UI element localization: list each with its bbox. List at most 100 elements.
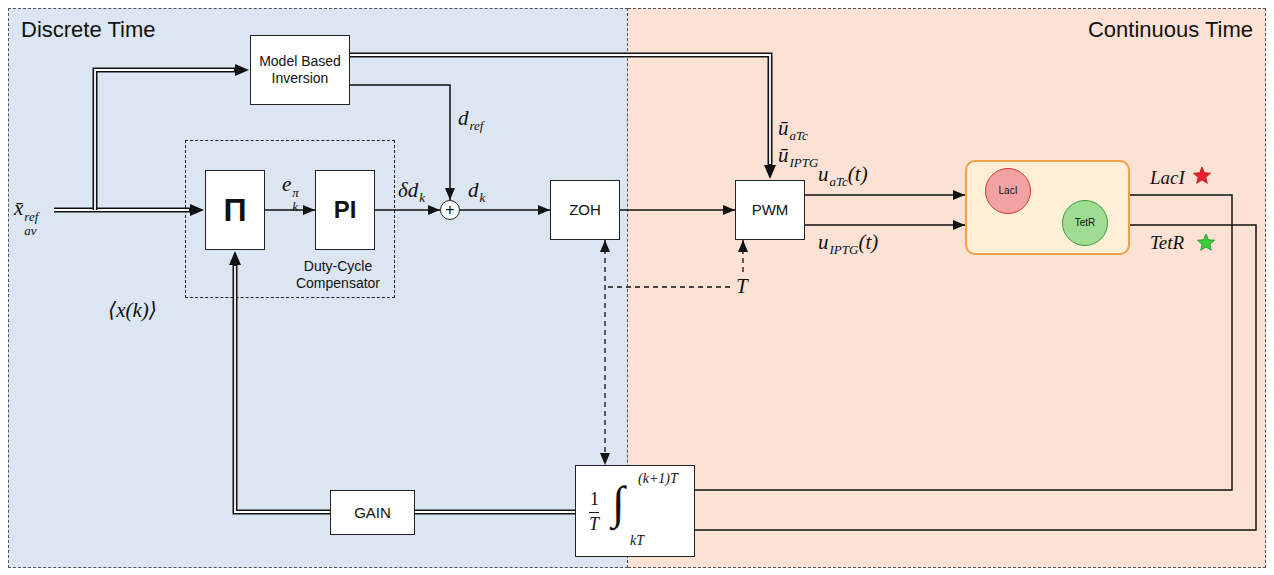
- signal-symbol: u: [818, 162, 829, 186]
- signal-symbol: IPTG: [830, 242, 859, 257]
- signal-label: uaTc(t): [818, 164, 868, 188]
- signal-label: x̄refav: [14, 198, 38, 237]
- signal-label: dk: [468, 180, 485, 204]
- connector-group: [460, 210, 550, 211]
- connector-group: [265, 210, 315, 211]
- signal-symbol: ū: [778, 116, 789, 140]
- gene-circle: TetR: [1062, 200, 1108, 246]
- signal-connector: [620, 209, 735, 211]
- signal-label: ⟨x(k)⟩: [108, 300, 157, 321]
- connector-group: [695, 195, 1232, 490]
- double-line-core: [54, 209, 189, 211]
- signal-symbol: k: [419, 190, 425, 205]
- signal-connector: [695, 225, 1256, 530]
- signal-label: TetR: [1150, 233, 1184, 252]
- math-term: ∫: [612, 480, 625, 526]
- signal-connector: [805, 194, 965, 196]
- double-line-core: [350, 55, 770, 164]
- signal-symbol: (t): [858, 230, 878, 254]
- connector-group: [805, 195, 965, 196]
- bus-connector: [350, 55, 770, 166]
- signal-connector: [805, 224, 965, 226]
- group-box: Duty-Cycle Compensator Π PI: [185, 140, 395, 298]
- signal-symbol: d: [468, 178, 479, 202]
- signal-label: ūIPTG: [778, 145, 818, 169]
- signal-label: uIPTG(t): [818, 232, 878, 256]
- signal-symbol: k: [292, 200, 299, 214]
- signal-symbol: TetR: [1150, 232, 1184, 253]
- connector-group: [620, 210, 735, 211]
- math-term: 1: [590, 490, 599, 508]
- signal-symbol: δd: [398, 178, 418, 202]
- signal-symbol: (t): [848, 162, 868, 186]
- signal-label: LacI: [1150, 168, 1185, 187]
- signal-symbol: e: [282, 172, 291, 196]
- signal-label: T: [736, 276, 748, 297]
- signal-symbol: aTc: [790, 128, 808, 143]
- sync-connector: [604, 240, 605, 465]
- signal-label: dref: [458, 108, 483, 132]
- process-box: Model Based Inversion: [250, 35, 350, 105]
- signal-connector: [460, 209, 550, 211]
- signal-symbol: π: [292, 186, 299, 200]
- signal-symbol: k: [480, 190, 486, 205]
- double-line-core: [95, 70, 234, 210]
- signal-symbol: ref: [470, 118, 484, 133]
- connector-group: [605, 240, 606, 465]
- modulator-box: PWM: [735, 180, 805, 240]
- connector-group: [375, 210, 440, 211]
- box-label: PWM: [752, 201, 789, 219]
- gene-label: LacI: [999, 186, 1018, 196]
- math-term: (k+1)T: [638, 472, 678, 486]
- input-branch: [95, 70, 236, 210]
- box-label: PI: [334, 198, 357, 222]
- controller-box: PI: [315, 170, 375, 250]
- signal-symbol: aTc: [830, 174, 848, 189]
- period-line: [607, 286, 730, 287]
- region-band: Discrete TimeModel Based InversionDuty-C…: [8, 8, 628, 568]
- signal-label: δdk: [398, 180, 425, 204]
- region-band: Continuous TimePWM LacI TetR: [628, 8, 1266, 568]
- gene-circle: LacI: [985, 168, 1031, 214]
- signal-symbol: T: [736, 274, 748, 298]
- gene-label: TetR: [1075, 218, 1096, 228]
- signal-symbol: ū: [778, 143, 789, 167]
- sum-junction: +: [440, 200, 460, 220]
- hold-box: ZOH: [550, 180, 620, 240]
- period-arrow: [742, 240, 743, 272]
- connector-group: [805, 225, 965, 226]
- signal-symbol: IPTG: [790, 155, 819, 170]
- script-stack: refav: [24, 210, 38, 237]
- signal-connector: [265, 209, 315, 211]
- math-term: kT: [630, 534, 644, 548]
- region-title: Continuous Time: [640, 17, 1253, 43]
- red-star: [1193, 167, 1210, 183]
- box-label: Model Based Inversion: [255, 53, 345, 88]
- signal-symbol: x̄: [14, 196, 23, 220]
- plant-cell: LacI TetR: [965, 160, 1130, 255]
- green-star: [1197, 234, 1214, 250]
- signal-label: eπk: [282, 174, 299, 213]
- signal-connector: [695, 195, 1232, 490]
- signal-label: ūaTc: [778, 118, 808, 142]
- signal-symbol: d: [458, 106, 469, 130]
- connector-group: [695, 225, 1256, 530]
- signal-symbol: ⟨x(k)⟩: [108, 298, 157, 322]
- connector-group: [415, 512, 575, 513]
- integrator-box: 1T ∫ (k+1)T kT: [575, 465, 695, 557]
- input-line: [54, 208, 191, 213]
- gain-box: GAIN: [330, 490, 415, 535]
- connector-group: [350, 55, 770, 166]
- box-label: ZOH: [569, 201, 601, 219]
- operator-box: Π: [205, 170, 265, 250]
- math-term: T: [589, 512, 599, 533]
- signal-symbol: u: [818, 230, 829, 254]
- bus-connector: [235, 264, 330, 512]
- signal-connector: [375, 209, 440, 211]
- connector-group: [235, 264, 330, 512]
- bus-connector: [415, 510, 575, 515]
- signal-symbol: LacI: [1150, 167, 1185, 188]
- group-title: Duty-Cycle Compensator: [288, 258, 388, 292]
- script-stack: πk: [292, 186, 299, 213]
- double-line-core: [235, 266, 330, 512]
